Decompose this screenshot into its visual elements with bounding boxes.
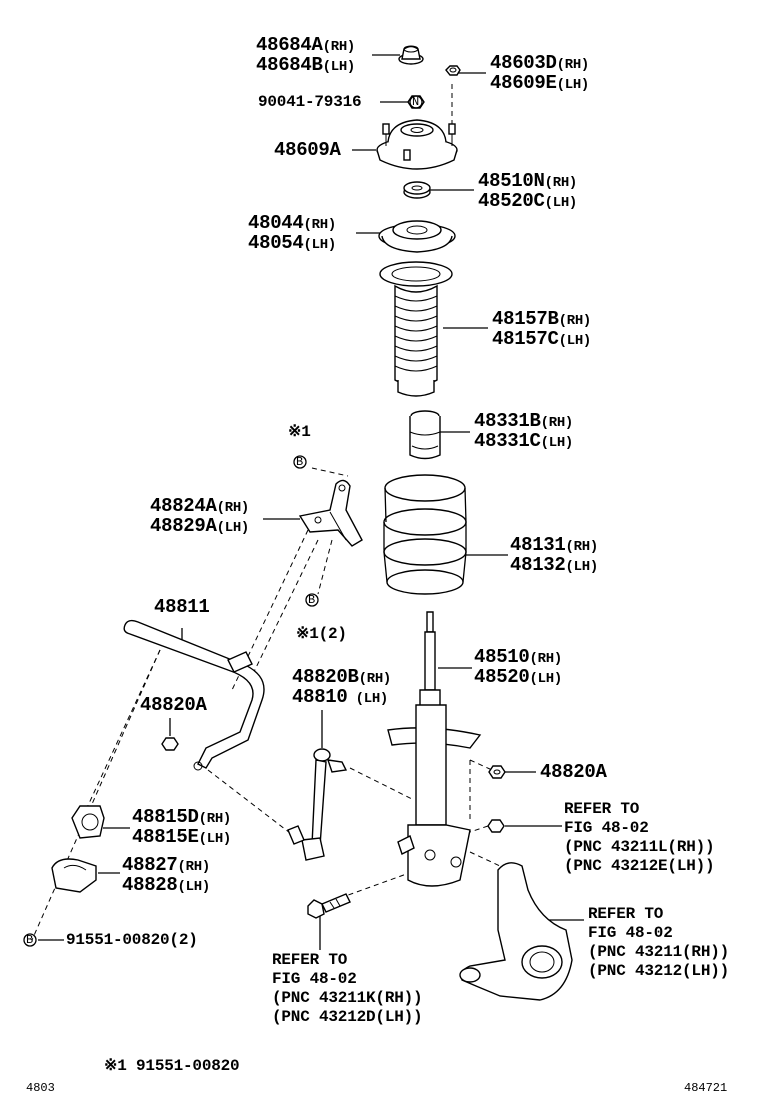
dashed-assembly-lines bbox=[31, 84, 501, 941]
refer-line: (PNC 43212(LH)) bbox=[588, 962, 730, 980]
ref-mark-n: N bbox=[412, 95, 420, 109]
part-label-48609a: 48609A bbox=[274, 139, 341, 161]
part-label-48520c: 48520C(LH) bbox=[478, 190, 578, 212]
refer-line: FIG 48-02 bbox=[588, 924, 673, 942]
stabilizer-link bbox=[287, 748, 348, 861]
refer-block-strut-bolt: REFER TO FIG 48-02 (PNC 43211K(RH)) (PNC… bbox=[272, 951, 423, 1027]
bushing-bracket bbox=[51, 858, 97, 893]
upper-spring-seat bbox=[378, 220, 456, 253]
part-label-48820a-right: 48820A bbox=[540, 761, 607, 783]
nut-48820a-right bbox=[488, 765, 506, 779]
part-label-48510: 48510(RH) bbox=[474, 646, 562, 668]
strut-bolt bbox=[307, 893, 351, 919]
figure-number-left: 4803 bbox=[26, 1081, 55, 1095]
part-label-48609e: 48609E(LH) bbox=[490, 72, 590, 94]
part-label-48811: 48811 bbox=[154, 596, 210, 618]
dust-cap bbox=[398, 45, 424, 65]
part-label-48829a: 48829A(LH) bbox=[150, 515, 250, 537]
steering-knuckle bbox=[459, 862, 573, 1001]
stabilizer-bushing bbox=[71, 805, 105, 839]
part-label-48820a-left: 48820A bbox=[140, 694, 207, 716]
note-mark-mid: ※1(2) bbox=[296, 625, 347, 643]
part-label-48824a: 48824A(RH) bbox=[150, 495, 250, 517]
refer-line: (PNC 43212D(LH)) bbox=[272, 1008, 423, 1026]
refer-line: (PNC 43211L(RH)) bbox=[564, 838, 715, 856]
stabilizer-bracket bbox=[298, 479, 363, 547]
part-label-48684a: 48684A(RH) bbox=[256, 34, 356, 56]
part-label-48157c: 48157C(LH) bbox=[492, 328, 592, 350]
refer-line: FIG 48-02 bbox=[564, 819, 649, 837]
part-label-48331b: 48331B(RH) bbox=[474, 410, 574, 432]
refer-block-knuckle-nut: REFER TO FIG 48-02 (PNC 43211L(RH)) (PNC… bbox=[564, 800, 715, 876]
part-label-48131: 48131(RH) bbox=[510, 534, 598, 556]
dust-boot bbox=[379, 261, 453, 397]
upper-support bbox=[376, 119, 458, 170]
support-nut bbox=[445, 65, 461, 76]
footnote: ※1 91551-00820 bbox=[104, 1057, 240, 1075]
refer-line: REFER TO bbox=[588, 905, 664, 923]
refer-line: (PNC 43211(RH)) bbox=[588, 943, 730, 961]
stabilizer-bar bbox=[123, 619, 265, 771]
refer-block-steering-knuckle: REFER TO FIG 48-02 (PNC 43211(RH)) (PNC … bbox=[588, 905, 729, 981]
part-label-48815d: 48815D(RH) bbox=[132, 806, 232, 828]
note-mark-top: ※1 bbox=[288, 423, 311, 441]
part-label-48157b: 48157B(RH) bbox=[492, 308, 592, 330]
nut-48820a-left bbox=[161, 737, 179, 751]
refer-line: REFER TO bbox=[272, 951, 348, 969]
shock-absorber bbox=[387, 611, 482, 887]
part-label-48510n: 48510N(RH) bbox=[478, 170, 578, 192]
part-label-48044: 48044(RH) bbox=[248, 212, 336, 234]
part-label-48828: 48828(LH) bbox=[122, 874, 210, 896]
refer-line: REFER TO bbox=[564, 800, 640, 818]
refer-line: (PNC 43211K(RH)) bbox=[272, 989, 423, 1007]
reference-marks bbox=[23, 95, 423, 947]
nut-n bbox=[407, 95, 425, 109]
part-label-91551: 91551-00820(2) bbox=[66, 931, 198, 949]
part-label-48132: 48132(LH) bbox=[510, 554, 598, 576]
knuckle-nut bbox=[487, 819, 505, 833]
ref-mark-b3: B bbox=[26, 933, 34, 947]
part-label-48520: 48520(LH) bbox=[474, 666, 562, 688]
refer-line: (PNC 43212E(LH)) bbox=[564, 857, 715, 875]
part-label-48684b: 48684B(LH) bbox=[256, 54, 356, 76]
ref-mark-b2: B bbox=[308, 593, 316, 607]
part-label-48331c: 48331C(LH) bbox=[474, 430, 574, 452]
leader-lines bbox=[38, 54, 584, 950]
illustration-number-right: 484721 bbox=[684, 1081, 728, 1095]
part-label-48827: 48827(RH) bbox=[122, 854, 210, 876]
part-label-48603d: 48603D(RH) bbox=[490, 52, 590, 74]
bump-stopper bbox=[409, 410, 441, 460]
part-label-48054: 48054(LH) bbox=[248, 232, 336, 254]
part-label-90041: 90041-79316 bbox=[258, 93, 362, 111]
part-label-48810: 48810 (LH) bbox=[292, 686, 389, 708]
part-label-48820b: 48820B(RH) bbox=[292, 666, 392, 688]
bearing bbox=[403, 181, 431, 199]
part-label-48815e: 48815E(LH) bbox=[132, 826, 232, 848]
ref-mark-b1: B bbox=[296, 455, 304, 469]
coil-spring bbox=[383, 474, 467, 595]
refer-line: FIG 48-02 bbox=[272, 970, 357, 988]
